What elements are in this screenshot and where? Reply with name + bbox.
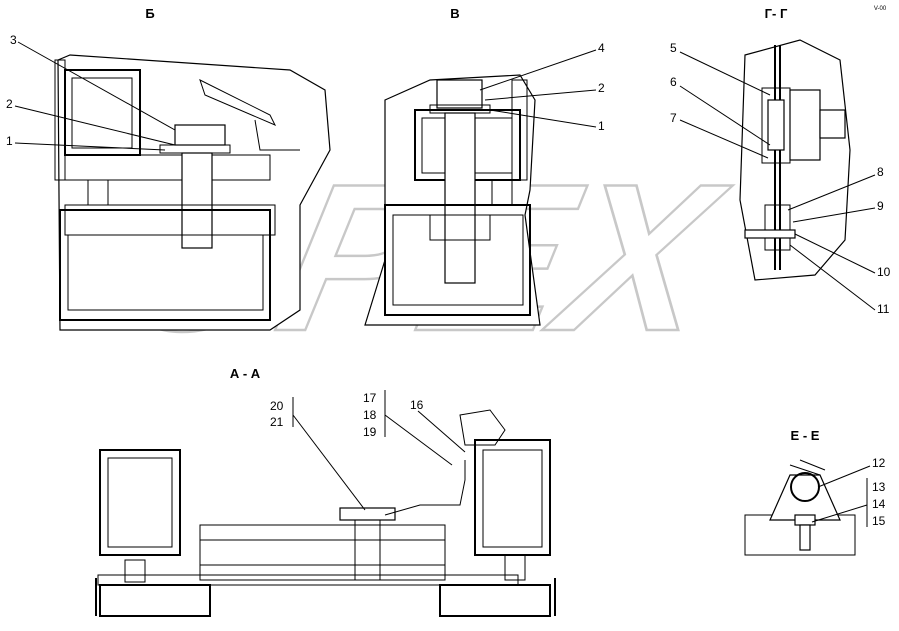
view-ee-title: Е - Е [791,428,820,443]
callout-v-2: 2 [598,81,605,95]
callout-gg-9: 9 [877,199,884,213]
callout-gg-5: 5 [670,41,677,55]
view-v-title: В [450,6,459,21]
view-b-title: Б [145,6,154,21]
view-gg: Г- Г [739,6,851,281]
callout-gg-8: 8 [877,165,884,179]
callout-v-1: 1 [598,119,605,133]
view-gg-title: Г- Г [765,6,788,21]
callout-ee-12: 12 [872,456,886,470]
callout-v-4: 4 [598,41,605,55]
callout-gg-10: 10 [877,265,891,279]
callout-ee-15: 15 [872,514,886,528]
callout-gg-11: 11 [877,302,890,316]
callout-gg-7: 7 [670,111,677,125]
callout-gg-6: 6 [670,75,677,89]
callout-aa-20: 20 [270,399,284,413]
callout-b-3: 3 [10,33,17,47]
callout-aa-16: 16 [410,398,424,412]
callout-aa-21: 21 [270,415,284,429]
callout-ee-13: 13 [872,480,886,494]
callout-aa-17: 17 [363,391,377,405]
callout-aa-19: 19 [363,425,377,439]
view-b: Б [54,6,331,331]
corner-mark: V-00 [874,6,887,12]
view-ee: Е - Е [744,428,856,556]
view-aa: А - А [95,366,556,617]
view-v: В [364,6,541,326]
callout-ee-14: 14 [872,497,886,511]
view-aa-title: А - А [230,366,261,381]
callout-b-2: 2 [6,97,13,111]
callout-aa-18: 18 [363,408,377,422]
callout-b-1: 1 [6,134,13,148]
